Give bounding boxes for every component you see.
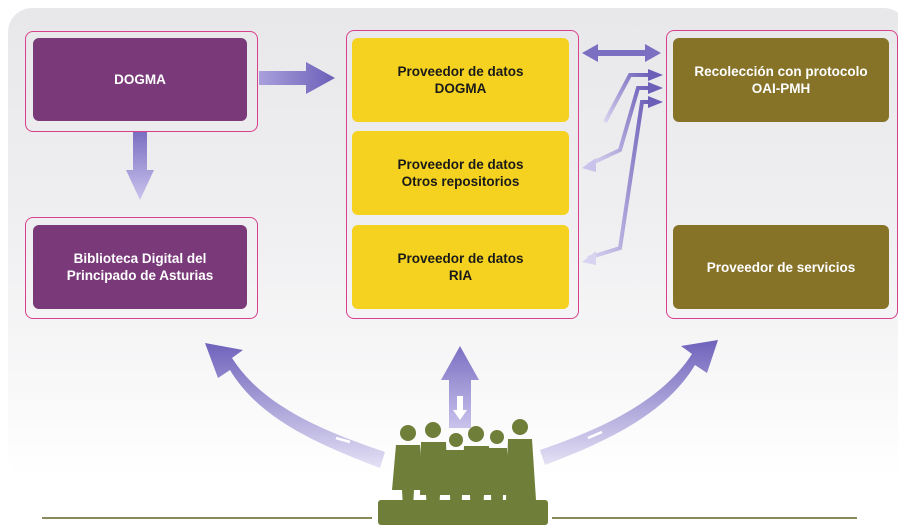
recoleccion-label-line2: OAI-PMH (751, 81, 811, 96)
harvest-arrow-otros (587, 86, 652, 167)
provider-otros-label-line1: Proveedor de datos (397, 157, 524, 172)
data-providers-frame (346, 30, 579, 319)
harvest-arrows (587, 73, 652, 260)
provider-dogma-label-line1: Proveedor de datos (397, 64, 524, 79)
arrow-head-1 (648, 69, 663, 81)
double-arrow-icon (582, 44, 661, 62)
center-up-arrow-icon (441, 346, 479, 428)
servicios-label: Proveedor de servicios (706, 259, 856, 275)
curved-arrow-dash-right (587, 430, 603, 440)
curved-arrow-icon (540, 340, 718, 465)
dogma-label: DOGMA (114, 72, 166, 87)
arrow-tail-ria (582, 251, 596, 265)
provider-otros-label-line2: Otros repositorios (401, 174, 520, 189)
center-inner-arrow (453, 396, 467, 420)
harvest-arrow-dogma (603, 73, 652, 123)
curved-arrow-dash-left (335, 436, 351, 444)
biblioteca-frame (25, 217, 258, 319)
users-silhouette-icon (378, 419, 548, 525)
arrow-down-icon (126, 132, 154, 200)
dogma-box: DOGMA (33, 38, 247, 121)
recoleccion-box: Recolección con protocolo OAI-PMH (673, 38, 889, 122)
biblioteca-label-line2: Principado de Asturias (66, 268, 214, 283)
provider-ria-label-line1: Proveedor de datos (397, 251, 524, 266)
arrow-tail-otros (582, 158, 596, 172)
provider-ria-box: Proveedor de datos RIA (352, 225, 569, 309)
provider-dogma-label-line2: DOGMA (434, 81, 487, 96)
provider-dogma-box: Proveedor de datos DOGMA (352, 38, 569, 122)
arrow-right-icon (259, 62, 335, 94)
baseline-right (552, 517, 857, 519)
provider-ria-label-line2: RIA (448, 268, 473, 283)
dogma-frame (25, 31, 258, 132)
provider-otros-box: Proveedor de datos Otros repositorios (352, 131, 569, 215)
biblioteca-box: Biblioteca Digital del Principado de Ast… (33, 225, 247, 309)
servicios-box: Proveedor de servicios (673, 225, 889, 309)
harvest-arrow-ria (587, 100, 652, 260)
recoleccion-label-line1: Recolección con protocolo (694, 64, 868, 79)
biblioteca-label-line1: Biblioteca Digital del (73, 251, 207, 266)
curved-arrow-icon (205, 343, 385, 468)
arrow-head-3 (648, 96, 663, 108)
baseline-left (42, 517, 372, 519)
arrow-head-2 (648, 82, 663, 94)
